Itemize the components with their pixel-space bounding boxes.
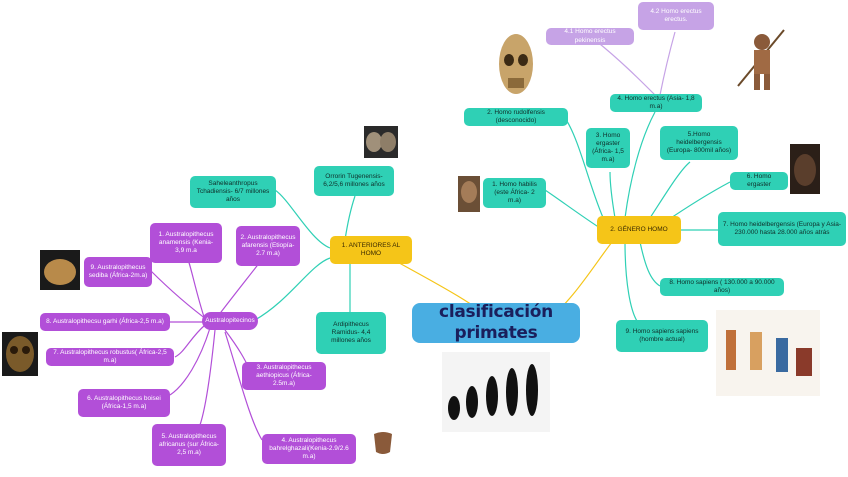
branch-anteriores-al-homo[interactable]: 1. ANTERIORES AL HOMO bbox=[330, 236, 412, 264]
node-aus-garhi[interactable]: 8. Australopithecsu garhi (África-2,5 m.… bbox=[40, 313, 170, 331]
hominid-skull-image bbox=[40, 250, 80, 290]
modern-humans-image bbox=[716, 310, 820, 396]
node-erectus-pekinensis[interactable]: 4.1 Homo erectus pekinensis bbox=[546, 28, 634, 45]
homo-habilis-image bbox=[458, 176, 480, 212]
root-node[interactable]: clasificación primates bbox=[412, 302, 580, 343]
node-homo-habilis[interactable]: 1. Homo habilis (este África- 2 m.a) bbox=[483, 178, 546, 208]
node-ardipithecus[interactable]: Ardipithecus Ramidus- 4,4 millones años bbox=[316, 312, 386, 354]
node-aus-boisei[interactable]: 6. Australopithecus boisei (África-1,5 m… bbox=[78, 389, 170, 417]
skull-image bbox=[499, 34, 533, 94]
homo-ergaster-face-image bbox=[790, 144, 820, 194]
node-aus-africanus[interactable]: 5. Australopithecus africanus (sur Áfric… bbox=[152, 424, 226, 466]
node-aus-sediba[interactable]: 9. Australopithecus sediba (África-2m.a) bbox=[84, 257, 152, 287]
skull-front-image bbox=[2, 332, 38, 376]
node-aus-bahrelghazali[interactable]: 4. Australopithecus bahrelghazali(Kenia-… bbox=[262, 434, 356, 464]
node-homo-sapiens[interactable]: 8. Homo sapiens ( 130.000 a 90.000 años) bbox=[660, 278, 784, 296]
node-homo-erectus[interactable]: 4. Homo erectus (Asia- 1,8 m.a) bbox=[610, 94, 702, 112]
node-sahelanthropus[interactable]: Saheleanthropus Tchadiensis- 6/7 millone… bbox=[190, 176, 276, 208]
node-erectus-erectus[interactable]: 4.2 Homo erectus erectus. bbox=[638, 2, 714, 30]
node-homo-rudolfensis[interactable]: 2. Homo rudolfensis (desconocido) bbox=[464, 108, 568, 126]
branch-genero-homo[interactable]: 2. GÉNERO HOMO bbox=[597, 216, 681, 244]
node-aus-afarensis[interactable]: 2. Australopithecus afarensis (Etiopía-2… bbox=[236, 226, 300, 266]
evolution-silhouette-image bbox=[442, 352, 550, 432]
node-australopitecinos[interactable]: Australopitecinos bbox=[202, 312, 258, 330]
node-homo-ergaster-6[interactable]: 6. Homo ergaster bbox=[730, 172, 788, 190]
node-orrorin[interactable]: Orrorin Tugenensis- 6,2/5,6 millones año… bbox=[314, 166, 394, 196]
caveman-spear-image bbox=[737, 29, 785, 90]
fossil-skull-image bbox=[364, 126, 398, 158]
node-homo-ergaster-3[interactable]: 3. Homo ergaster (África- 1,5 m.a) bbox=[586, 128, 630, 168]
node-aus-robustus[interactable]: 7. Australopithecus robustus( África-2,5… bbox=[46, 348, 174, 366]
pelvis-fossil-image bbox=[374, 432, 392, 454]
node-heidelbergensis-7[interactable]: 7. Homo heidelbergensis (Europa y Asia- … bbox=[718, 212, 846, 246]
node-aus-anamensis[interactable]: 1. Australopithecus anamensis (Kenia- 3,… bbox=[150, 223, 222, 263]
node-homo-heidelbergensis[interactable]: 5.Homo heidelbergensis (Europa- 800mil a… bbox=[660, 126, 738, 160]
node-aus-aethiopicus[interactable]: 3. Australopithecus aethiopicus (África-… bbox=[242, 362, 326, 390]
node-homo-sapiens-sapiens[interactable]: 9. Homo sapiens sapiens (hombre actual) bbox=[616, 320, 708, 352]
